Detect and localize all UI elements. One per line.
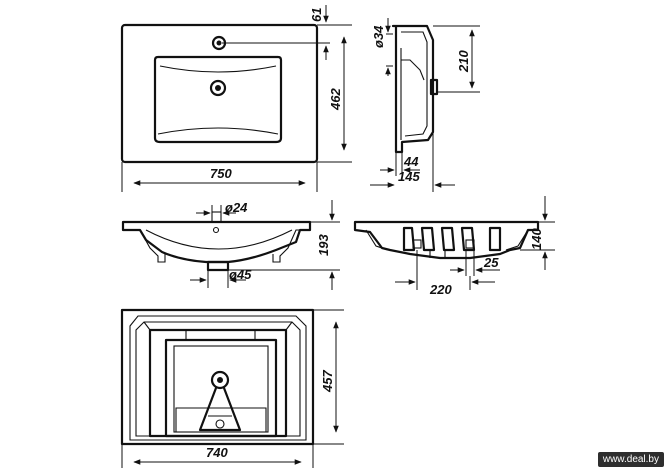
- dim-front-hole-bottom: ø45: [229, 267, 252, 282]
- dim-side-depth: 145: [398, 169, 420, 184]
- dim-bottom-width: 740: [206, 445, 228, 460]
- front-view: ø24 ø45 193: [121, 200, 340, 290]
- dim-back-height: 140: [529, 228, 544, 250]
- dim-bottom-depth: 457: [320, 370, 335, 393]
- dim-side-height: 210: [456, 50, 471, 73]
- dim-top-width: 750: [210, 166, 232, 181]
- watermark-logo: www.deal.by: [597, 452, 664, 467]
- dim-front-height: 193: [316, 234, 331, 256]
- bottom-view: 457 740: [120, 308, 344, 468]
- dim-back-offset: 220: [429, 282, 452, 297]
- dim-side-hole: ø34: [371, 25, 386, 48]
- dim-top-faucet-offset: 61: [309, 8, 324, 22]
- dim-side-inner: 44: [403, 154, 419, 169]
- back-view: 140 25 220: [353, 196, 555, 297]
- side-view: ø34 210 44 145: [370, 18, 480, 192]
- dim-top-depth: 462: [328, 88, 343, 111]
- top-view: 750 462 61: [120, 5, 352, 192]
- dim-front-hole-top: ø24: [225, 200, 248, 215]
- dim-back-small: 25: [483, 255, 499, 270]
